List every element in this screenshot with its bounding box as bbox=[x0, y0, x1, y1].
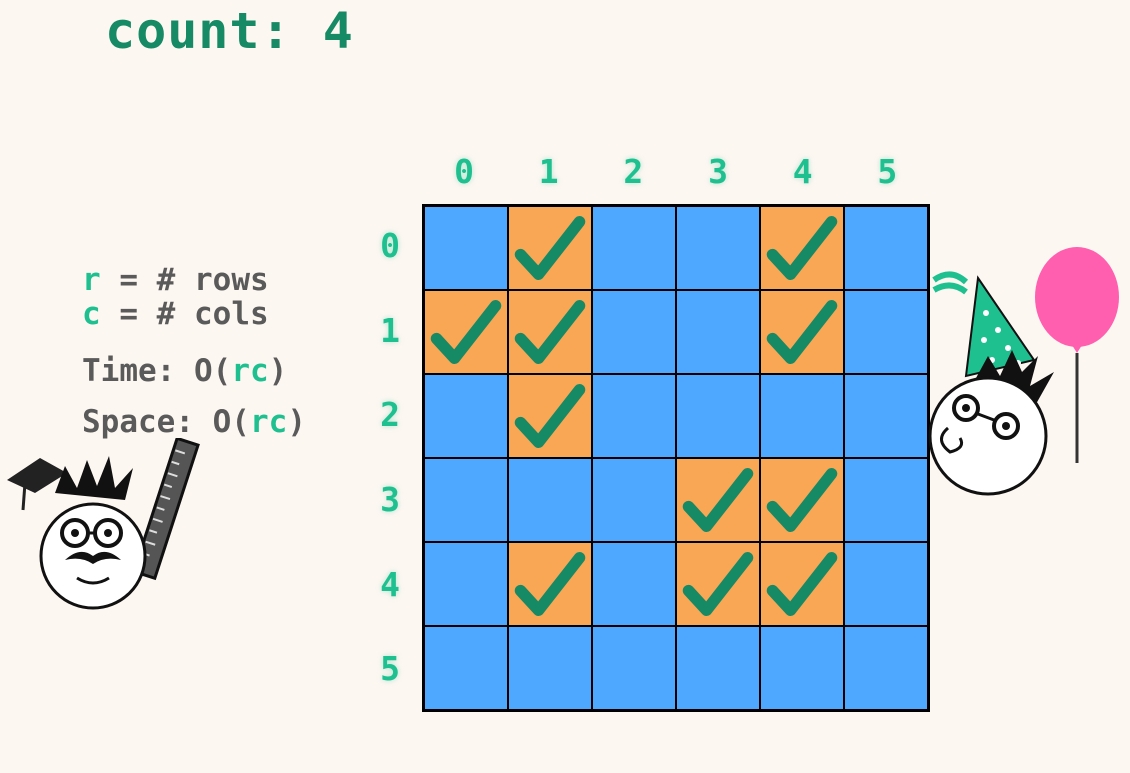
checkmark-icon bbox=[514, 552, 586, 616]
grid-cell bbox=[844, 626, 928, 710]
grid-cell-visited bbox=[424, 290, 508, 374]
grid-cell bbox=[424, 206, 508, 290]
legend-cols: c = # cols bbox=[82, 296, 269, 332]
time-variable: rc bbox=[231, 353, 269, 389]
column-label: 4 bbox=[792, 152, 813, 191]
time-prefix: Time: O( bbox=[82, 353, 232, 389]
grid-cell-visited bbox=[676, 458, 760, 542]
row-label: 3 bbox=[380, 480, 400, 519]
column-label: 3 bbox=[708, 152, 728, 191]
grid-cell bbox=[592, 458, 676, 542]
party-mascot-icon bbox=[928, 271, 1054, 496]
space-complexity: Space: O(rc) bbox=[82, 404, 306, 440]
rows-variable: r bbox=[82, 262, 101, 298]
grid-cell bbox=[760, 626, 844, 710]
grid-cell-visited bbox=[508, 290, 592, 374]
grid-cell bbox=[424, 626, 508, 710]
island-grid bbox=[422, 204, 930, 712]
checkmark-icon bbox=[430, 300, 502, 364]
checkmark-icon bbox=[766, 552, 838, 616]
grid-cell bbox=[592, 290, 676, 374]
space-prefix: Space: O( bbox=[82, 404, 250, 440]
grid-cell bbox=[676, 626, 760, 710]
checkmark-icon bbox=[766, 468, 838, 532]
grid-cell bbox=[676, 374, 760, 458]
graduate-mascot-icon bbox=[7, 438, 200, 610]
count-label: count: bbox=[105, 2, 292, 60]
cols-variable: c bbox=[82, 296, 101, 332]
checkmark-icon bbox=[766, 216, 838, 280]
grid-cell-visited bbox=[508, 206, 592, 290]
row-label: 5 bbox=[380, 649, 400, 689]
row-label: 0 bbox=[380, 226, 400, 265]
grid-cell bbox=[844, 374, 928, 458]
grid-cell-visited bbox=[760, 458, 844, 542]
grid-cell bbox=[424, 374, 508, 458]
grid-cell bbox=[844, 290, 928, 374]
grid-cell bbox=[844, 206, 928, 290]
checkmark-icon bbox=[514, 300, 586, 364]
grid-cell bbox=[844, 542, 928, 626]
grid-cell-visited bbox=[508, 542, 592, 626]
column-label: 0 bbox=[454, 152, 474, 191]
count-display: count: 4 bbox=[105, 2, 354, 60]
grid-cell-visited bbox=[676, 542, 760, 626]
grid-cell bbox=[592, 626, 676, 710]
balloon-icon bbox=[1035, 247, 1119, 463]
cols-text: = # cols bbox=[100, 296, 269, 332]
grid-cell bbox=[676, 206, 760, 290]
grid-cell bbox=[508, 458, 592, 542]
checkmark-icon bbox=[682, 468, 754, 532]
column-label: 1 bbox=[538, 152, 559, 191]
grid-cell bbox=[592, 542, 676, 626]
checkmark-icon bbox=[514, 384, 586, 448]
rows-text: = # rows bbox=[100, 262, 269, 298]
grid-cell bbox=[760, 374, 844, 458]
grid-cell bbox=[592, 374, 676, 458]
grid-cell bbox=[424, 542, 508, 626]
time-suffix: ) bbox=[268, 353, 288, 389]
grid-cell bbox=[592, 206, 676, 290]
space-variable: rc bbox=[249, 404, 288, 440]
grid-cell bbox=[844, 458, 928, 542]
row-label: 1 bbox=[380, 310, 400, 350]
legend-rows: r = # rows bbox=[82, 262, 269, 298]
column-label: 5 bbox=[877, 152, 898, 191]
count-value: 4 bbox=[322, 2, 354, 60]
row-label: 2 bbox=[380, 395, 400, 435]
column-label: 2 bbox=[623, 152, 644, 191]
grid-cell-visited bbox=[508, 374, 592, 458]
checkmark-icon bbox=[682, 552, 754, 616]
time-complexity: Time: O(rc) bbox=[82, 353, 287, 389]
grid-cell-visited bbox=[760, 290, 844, 374]
grid-cell-visited bbox=[760, 542, 844, 626]
checkmark-icon bbox=[514, 216, 586, 280]
checkmark-icon bbox=[766, 300, 838, 364]
grid-cell bbox=[424, 458, 508, 542]
grid-cell bbox=[508, 626, 592, 710]
grid-cell bbox=[676, 290, 760, 374]
grid-cell-visited bbox=[760, 206, 844, 290]
row-label: 4 bbox=[380, 564, 400, 604]
space-suffix: ) bbox=[287, 404, 306, 440]
